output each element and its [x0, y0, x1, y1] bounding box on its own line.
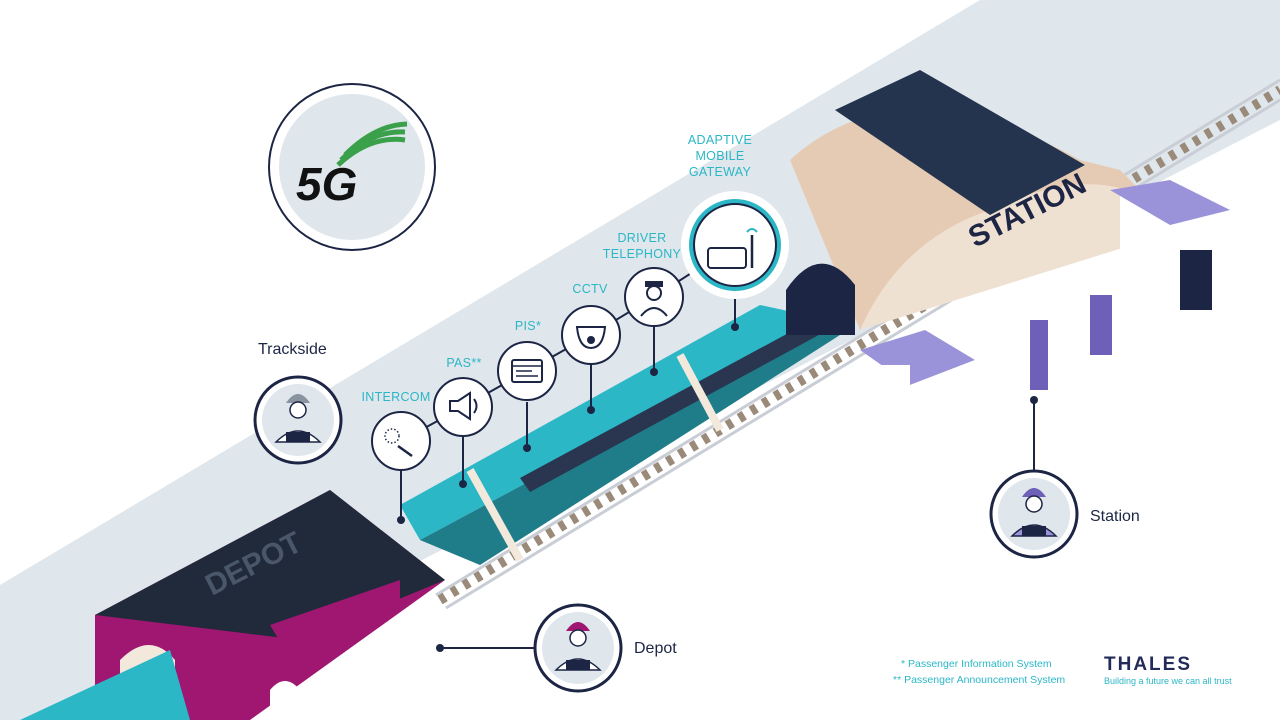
info-display-icon [497, 341, 557, 401]
footnotes: * Passenger Information System ** Passen… [893, 656, 1065, 688]
label-adaptive-line3: GATEWAY [688, 165, 752, 179]
label-pis: PIS* [514, 319, 542, 333]
footnote-pis: * Passenger Information System [901, 658, 1052, 670]
label-driver-telephony: DRIVER TELEPHONY [592, 230, 692, 262]
label-adaptive-line2: MOBILE [695, 149, 745, 163]
brand-name: THALES [1104, 654, 1192, 675]
trackside-worker-icon [253, 375, 343, 465]
train [400, 305, 840, 565]
label-pas: PAS** [446, 356, 482, 370]
depot-worker-icon [533, 603, 623, 693]
station-building [786, 70, 1230, 470]
brand-logo: THALES Building a future we can all trus… [1104, 654, 1234, 686]
label-station: Station [1090, 508, 1140, 525]
5g-text: 5G [296, 158, 357, 210]
driver-icon [624, 267, 684, 327]
station-worker-icon [989, 469, 1079, 559]
connector-dots [397, 323, 1038, 652]
label-cctv: CCTV [572, 282, 608, 296]
label-adaptive-line1: ADAPTIVE [687, 133, 753, 147]
label-intercom: INTERCOM [361, 390, 431, 404]
megaphone-icon [433, 377, 493, 437]
rail-track [435, 78, 1280, 610]
label-driver-line2: TELEPHONY [602, 247, 682, 261]
label-adaptive-mobile-gateway: ADAPTIVE MOBILE GATEWAY [670, 132, 770, 180]
cctv-camera-icon [561, 305, 621, 365]
label-trackside: Trackside [258, 341, 327, 358]
5g-badge [268, 83, 436, 251]
label-driver-line1: DRIVER [617, 231, 667, 245]
mobile-gateway-icon [681, 191, 789, 299]
brand-tagline: Building a future we can all trust [1104, 676, 1232, 686]
label-depot: Depot [634, 640, 677, 657]
intercom-icon [371, 411, 431, 471]
depot-building [20, 490, 445, 720]
footnote-pas: ** Passenger Announcement System [893, 674, 1066, 686]
